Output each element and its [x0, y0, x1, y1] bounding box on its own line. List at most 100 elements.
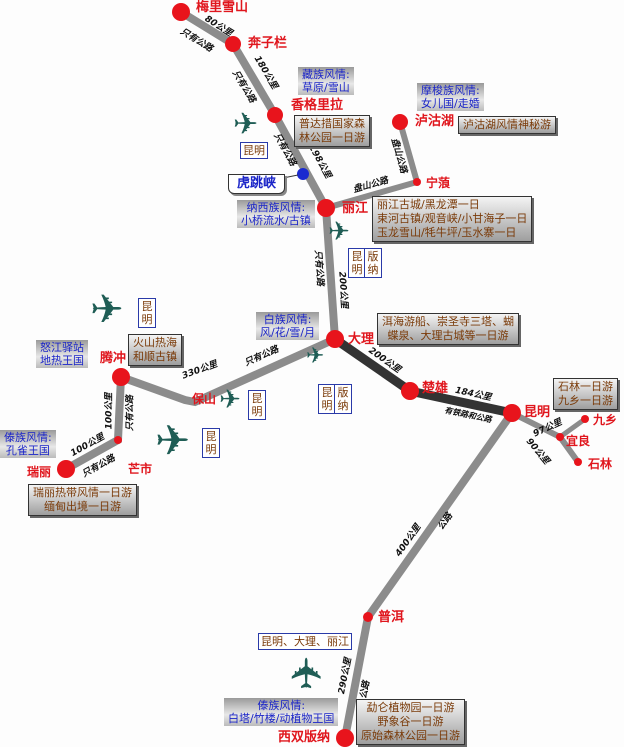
tour-line: 原始森林公园一日游 — [361, 729, 460, 742]
airport-baoshan[interactable]: 昆明 — [248, 390, 266, 420]
airplane-icon: ✈ — [155, 416, 191, 465]
city-dot-banna[interactable] — [336, 729, 354, 747]
tour-line: 石林一日游 — [558, 380, 613, 393]
ethnic-desc: 孔雀王国 — [5, 444, 50, 457]
city-dot-jiuxiang[interactable] — [581, 415, 589, 423]
city-xishuangbanna[interactable]: 西双版纳 — [278, 730, 331, 745]
city-dot-benzilan[interactable] — [225, 36, 241, 52]
tour-tengchong[interactable]: 火山热海和顺古镇 — [128, 334, 182, 366]
tour-banna[interactable]: 勐仑植物园一日游野象谷一日游原始森林公园一日游 — [356, 699, 465, 745]
city-mangshi[interactable]: 芒市 — [128, 462, 153, 476]
tour-line: 洱海游船、崇圣寺三塔、蝴 — [382, 315, 514, 328]
tour-dali[interactable]: 洱海游船、崇圣寺三塔、蝴蝶泉、大理古城等一日游 — [377, 313, 519, 345]
city-ruili[interactable]: 瑞丽 — [27, 465, 52, 479]
tour-line: 和顺古镇 — [133, 350, 177, 363]
city-shilin[interactable]: 石林 — [588, 457, 613, 471]
tour-ruili[interactable]: 瑞丽热带风情一日游缅甸出境一日游 — [28, 484, 137, 516]
airport-tengchong[interactable]: 昆明 — [138, 298, 156, 328]
tour-line: 蝶泉、大理古城等一日游 — [387, 329, 509, 342]
city-baoshan[interactable]: 保山 — [192, 392, 217, 406]
ethnic-zang: 藏族风情:草原/雪山 — [298, 67, 354, 95]
ethnic-title: 怒江驿站 — [40, 341, 84, 354]
city-dot-kunming[interactable] — [503, 404, 521, 422]
city-benzilan[interactable]: 奔子栏 — [248, 36, 288, 51]
tour-line: 野象谷一日游 — [377, 715, 444, 728]
ethnic-desc: 女儿国/走婚 — [421, 97, 480, 110]
airport-banna[interactable]: 昆明、大理、丽江 — [258, 633, 352, 650]
ethnic-nujiang: 怒江驿站地热王国 — [36, 340, 88, 368]
city-yiliang[interactable]: 宜良 — [566, 434, 591, 448]
ethnic-mosuo: 摩梭族风情:女儿国/走婚 — [417, 83, 484, 111]
airplane-icon: ✈ — [282, 655, 332, 691]
airplane-icon: ✈ — [306, 344, 325, 369]
city-hutiaoxia[interactable]: 虎跳峡 — [228, 174, 286, 194]
city-ninglang[interactable]: 宁蒗 — [426, 176, 451, 190]
tour-kunming[interactable]: 石林一日游九乡一日游 — [553, 378, 618, 410]
tour-line: 瑞丽热带风情一日游 — [33, 486, 132, 499]
ethnic-title: 藏族风情: — [302, 68, 350, 81]
city-lugu[interactable]: 泸沽湖 — [415, 114, 455, 129]
tour-line: 缅甸出境一日游 — [44, 500, 121, 513]
city-jiuxiang[interactable]: 九乡 — [593, 413, 618, 427]
ethnic-title: 傣族风情: — [4, 431, 52, 444]
tour-lijiang[interactable]: 丽江古城/黑龙潭一日束河古镇/观音峡/小甘海子一日玉龙雪山/牦牛坪/玉水寨一日 — [372, 196, 533, 242]
ethnic-title: 傣族风情: — [257, 699, 306, 712]
airport-dali-2[interactable]: 版纳 — [334, 384, 352, 414]
ethnic-desc: 草原/雪山 — [302, 81, 350, 94]
city-dot-meili[interactable] — [172, 3, 190, 21]
hutiaoxia-pointer — [282, 174, 299, 179]
city-dot-dali[interactable] — [326, 330, 344, 348]
city-dot-puer[interactable] — [363, 612, 373, 622]
city-tengchong[interactable]: 腾冲 — [100, 351, 127, 366]
tour-line: 泸沽湖风情神秘游 — [463, 118, 551, 131]
ethnic-desc: 风/花/雪/月 — [260, 326, 316, 339]
city-kunming[interactable]: 昆明 — [524, 405, 551, 420]
ethnic-desc: 小桥流水/古镇 — [241, 214, 311, 227]
tour-line: 玉龙雪山/牦牛坪/玉水寨一日 — [377, 226, 517, 239]
airplane-icon: ✈ — [328, 217, 350, 247]
city-dot-tengchong[interactable] — [112, 368, 130, 386]
city-dot-shangrila[interactable] — [267, 107, 283, 123]
city-dali[interactable]: 大理 — [348, 332, 375, 347]
road-dali-tengchong — [62, 335, 339, 473]
city-dot-chuxiong[interactable] — [401, 382, 419, 400]
city-lijiang[interactable]: 丽江 — [342, 201, 369, 216]
road-yiliang-jiuxiang — [557, 416, 588, 440]
airport-mangshi[interactable]: 昆明 — [202, 428, 220, 458]
ethnic-desc: 白塔/竹楼/动植物王国 — [228, 712, 335, 725]
tour-line: 勐仑植物园一日游 — [366, 701, 455, 714]
tour-line: 束河古镇/观音峡/小甘海子一日 — [377, 212, 528, 225]
ethnic-bai: 白族风情:风/花/雪/月 — [256, 312, 320, 340]
city-puer[interactable]: 普洱 — [378, 610, 405, 625]
tour-line: 林公园一日游 — [299, 131, 365, 144]
city-chuxiong[interactable]: 楚雄 — [422, 381, 449, 396]
ethnic-title: 摩梭族风情: — [421, 84, 480, 97]
tour-shangrila[interactable]: 普达措国家森林公园一日游 — [294, 115, 370, 147]
tour-lugu[interactable]: 泸沽湖风情神秘游 — [458, 116, 556, 134]
city-dot-yiliang[interactable] — [556, 433, 564, 441]
airplane-icon: ✈ — [90, 287, 124, 333]
ethnic-title: 纳西族风情: — [246, 201, 306, 214]
city-meili[interactable]: 梅里雪山 — [196, 0, 249, 15]
city-dot-ruili[interactable] — [57, 460, 75, 478]
ethnic-desc: 地热王国 — [40, 354, 84, 367]
airport-lijiang-2[interactable]: 版纳 — [364, 248, 382, 278]
city-dot-ninglang[interactable] — [413, 178, 421, 186]
city-dot-shilin[interactable] — [574, 458, 582, 466]
scenic-dot-hutiaoxia[interactable] — [297, 168, 309, 180]
airplane-icon: ✈ — [233, 107, 259, 142]
city-dot-lijiang[interactable] — [317, 199, 335, 217]
airplane-icon: ✈ — [219, 385, 241, 415]
dist-tengchong-mangshi: 100公里 — [104, 392, 115, 430]
airport-shangrila[interactable]: 昆明 — [240, 142, 268, 159]
city-dot-lugu[interactable] — [392, 114, 408, 130]
ethnic-dai-ruili: 傣族风情:孔雀王国 — [0, 430, 56, 458]
ethnic-title: 白族风情: — [263, 313, 312, 326]
ethnic-dai-banna: 傣族风情:白塔/竹楼/动植物王国 — [224, 698, 339, 726]
city-shangrila[interactable]: 香格里拉 — [291, 98, 344, 113]
label-road-only-6: 只有公路 — [125, 394, 136, 432]
tour-line: 普达措国家森 — [299, 117, 365, 130]
city-dot-mangshi[interactable] — [114, 436, 122, 444]
